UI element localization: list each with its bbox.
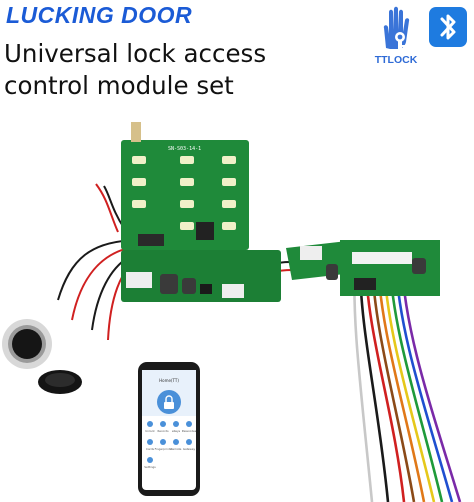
app-icon-label: Settings	[144, 465, 156, 469]
app-icon-label: Gateway	[183, 447, 196, 451]
headline-line-1: Universal lock access	[4, 39, 267, 68]
bluetooth-icon	[429, 7, 467, 47]
page-title: Universal lock access control module set	[4, 38, 266, 102]
fingerprint-sensor	[2, 319, 52, 369]
bluetooth-badge	[428, 6, 468, 48]
app-icon-label: Fingerprints	[155, 447, 172, 451]
wire-bundle-right	[353, 261, 462, 502]
hand-key-icon	[383, 6, 410, 49]
led-array	[132, 156, 236, 230]
app-icon-label: Records	[157, 429, 169, 433]
ttlock-label: TTLOCK	[374, 54, 418, 66]
app-icon-label: Remote	[171, 447, 182, 451]
ttlock-badge: TTLOCK	[372, 4, 420, 66]
pcb-silkscreen: SN-S03-14-1	[168, 146, 201, 152]
app-icon-label: Cards	[146, 447, 155, 451]
interface-pcb	[286, 240, 440, 296]
app-icon-grid: Unlock Records eKeys Passcodes Cards Fin…	[144, 421, 197, 469]
pcb-components	[126, 222, 244, 298]
phone-mockup: Home(TT) Unlock Records eKeys Passcodes …	[138, 362, 200, 496]
app-icon-label: eKeys	[172, 429, 181, 433]
app-icon-label: Passcodes	[182, 429, 197, 433]
app-title: Home(TT)	[159, 378, 179, 383]
headline-line-2: control module set	[4, 71, 234, 100]
brand-logo: LUCKING DOOR	[6, 2, 193, 28]
app-icon-label: Unlock	[145, 429, 155, 433]
speaker	[38, 370, 82, 394]
